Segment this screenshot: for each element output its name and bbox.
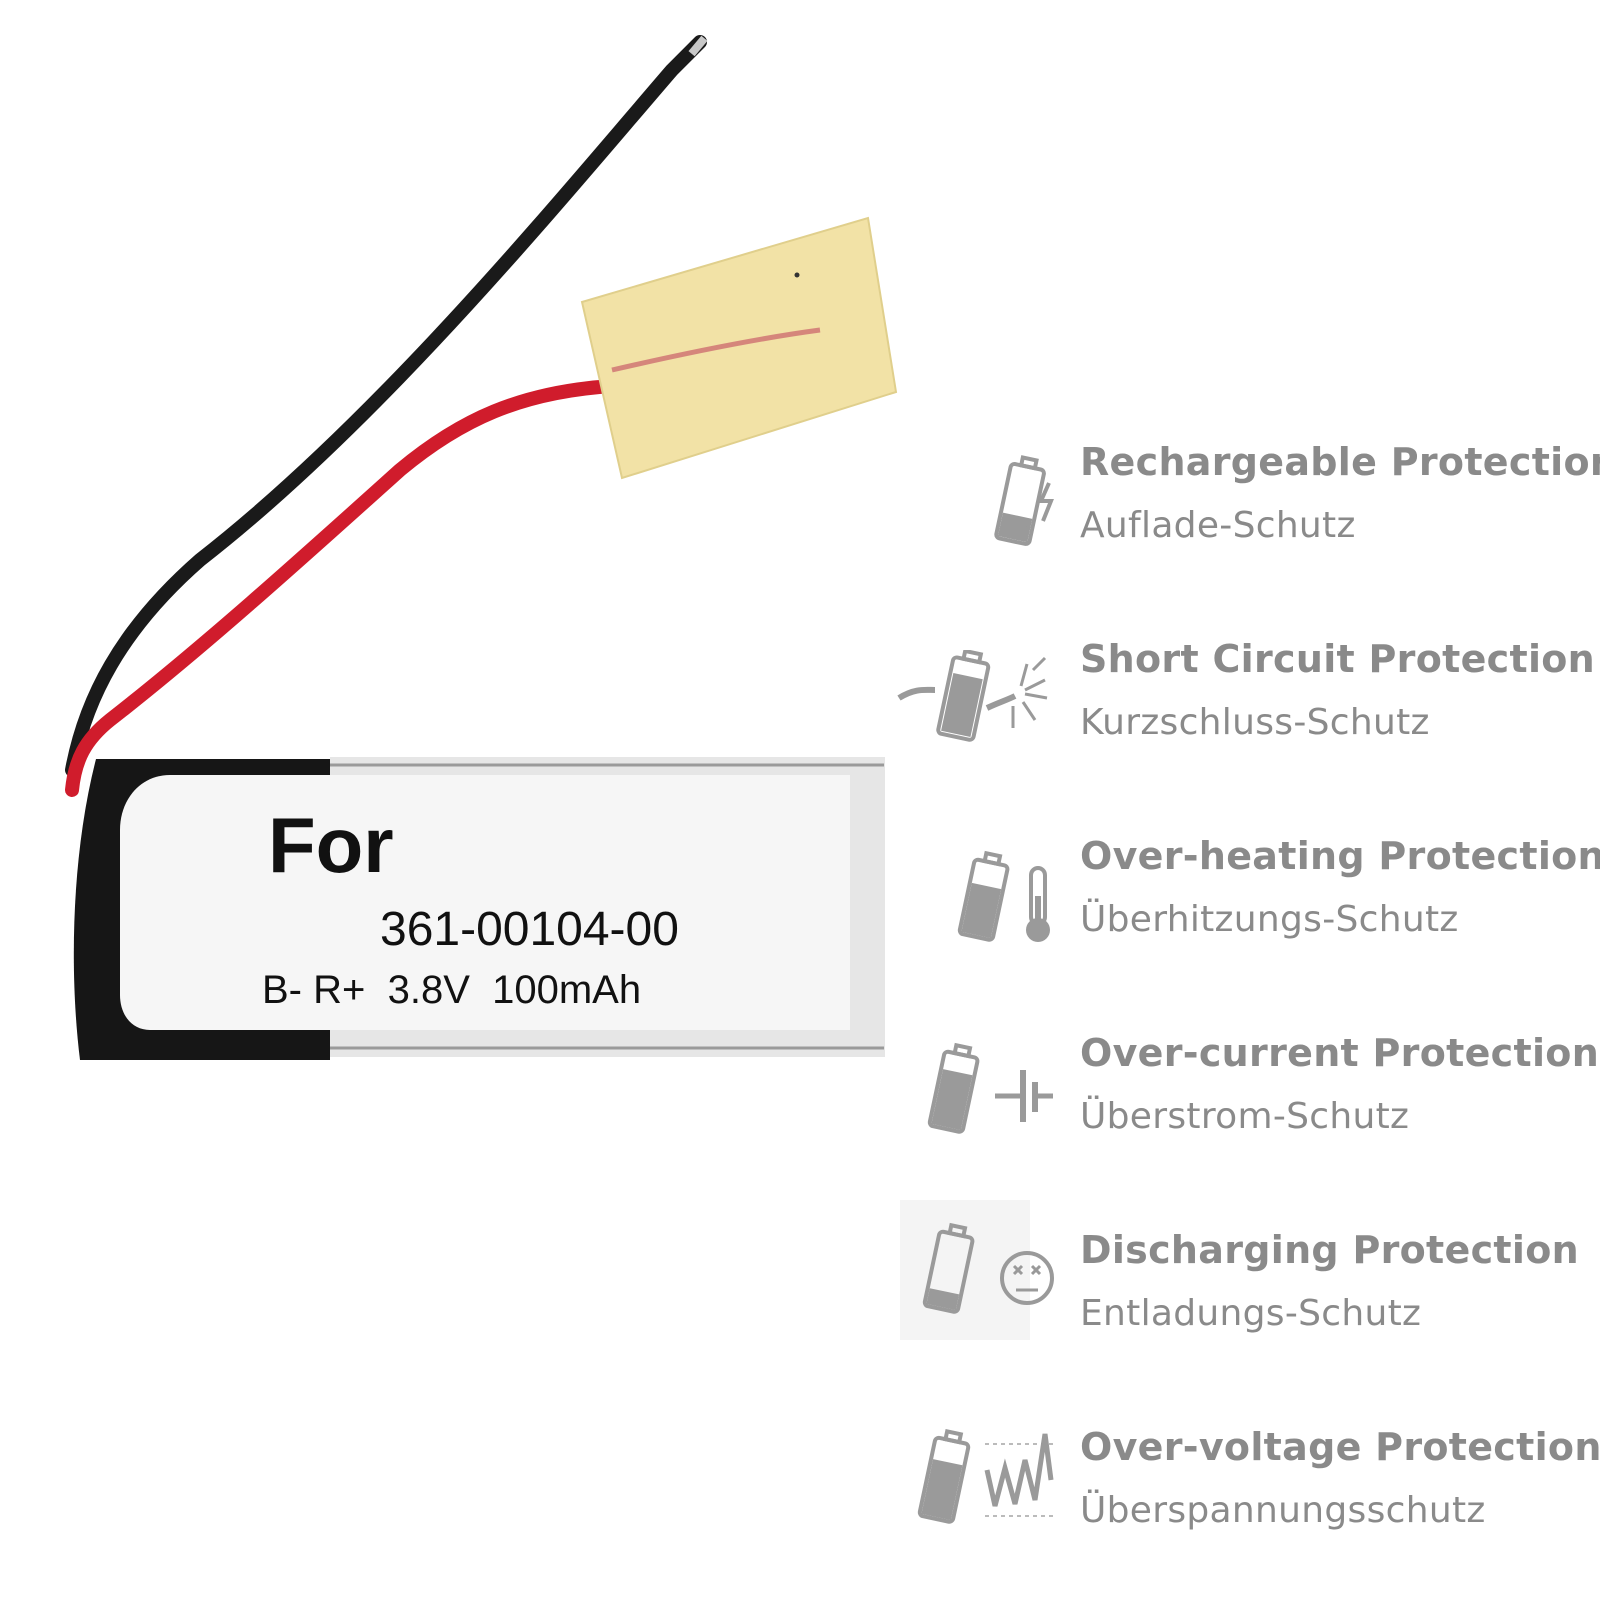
battery-cell (73, 757, 885, 1060)
black-wire (65, 35, 707, 777)
battery-voltage-icon (917, 1429, 1055, 1524)
feature-subtitle-short-circuit: Kurzschluss-Schutz (1080, 702, 1430, 743)
feature-title-over-voltage: Over-voltage Protection (1080, 1425, 1600, 1469)
battery-short-circuit-icon (897, 650, 1048, 742)
red-wire (65, 379, 619, 797)
battery-current-icon (927, 1042, 1053, 1134)
feature-title-short-circuit: Short Circuit Protection (1080, 637, 1596, 681)
feature-subtitle-over-current: Überstrom-Schutz (1080, 1096, 1410, 1137)
feature-subtitle-over-heating: Überhitzungs-Schutz (1080, 899, 1459, 940)
feature-subtitle-discharging: Entladungs-Schutz (1080, 1293, 1422, 1334)
feature-title-over-current: Over-current Protection (1080, 1031, 1600, 1075)
feature-title-over-heating: Over-heating Protection (1080, 834, 1600, 878)
battery-label-spec: B- R+ 3.8V 100mAh (262, 968, 642, 1012)
feature-subtitle-rechargeable: Auflade-Schutz (1080, 505, 1356, 546)
battery-thermometer-icon (957, 850, 1050, 942)
feature-subtitle-over-voltage: Überspannungsschutz (1080, 1490, 1486, 1531)
battery-charging-icon (994, 455, 1054, 546)
battery-label-sticker (120, 775, 850, 1030)
battery-label-model: 361-00104-00 (380, 903, 679, 956)
foam-pad (580, 216, 898, 480)
battery-discharge-icon (900, 1200, 1054, 1340)
battery-label-brand: For (268, 801, 394, 889)
feature-title-discharging: Discharging Protection (1080, 1228, 1579, 1272)
wire-tip (688, 35, 708, 57)
feature-title-rechargeable: Rechargeable Protection (1080, 440, 1600, 484)
